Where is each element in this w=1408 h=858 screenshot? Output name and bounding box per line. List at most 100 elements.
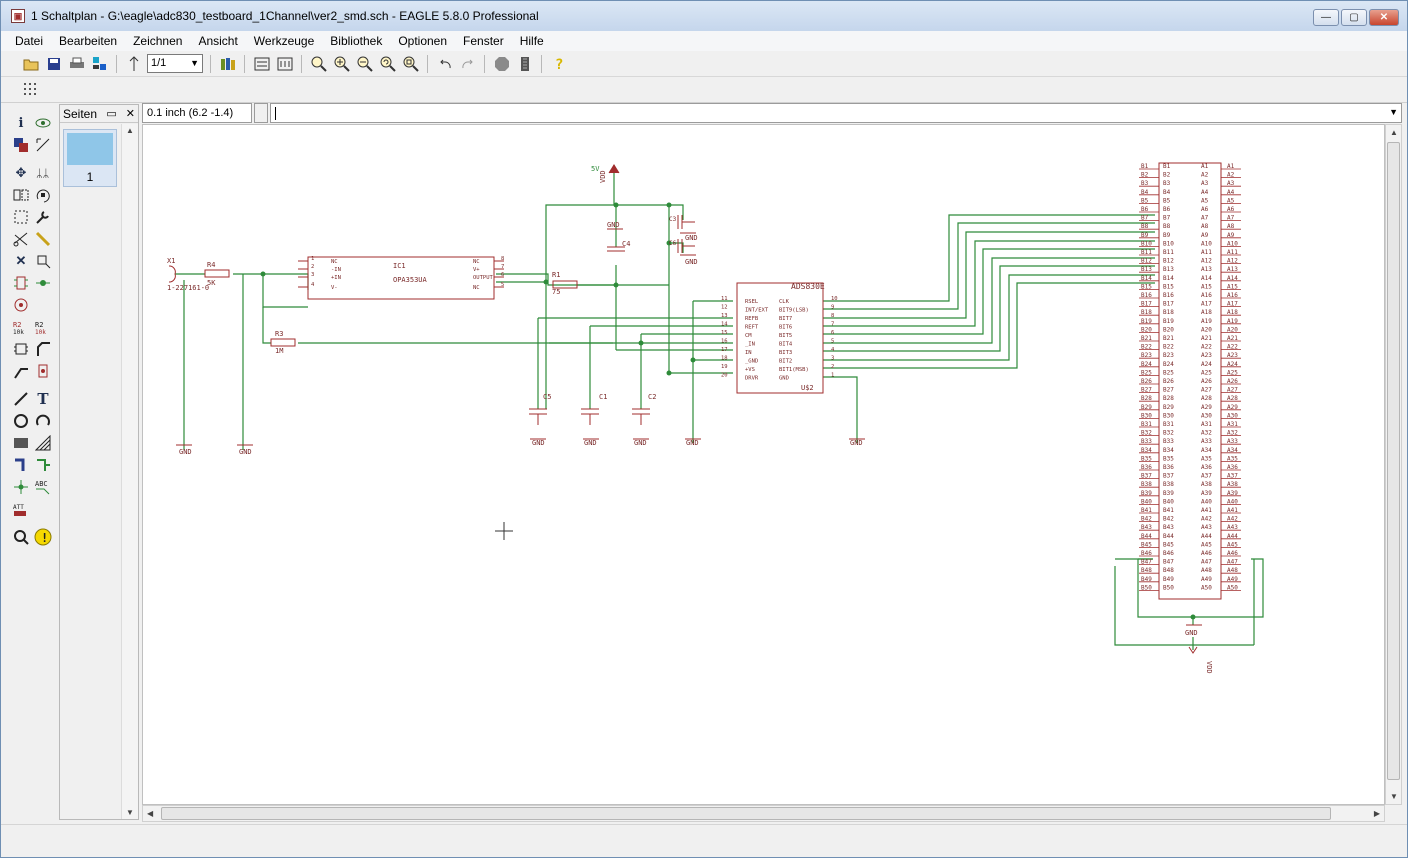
smash-icon[interactable] — [11, 339, 31, 359]
drc-icon[interactable] — [275, 54, 294, 73]
command-history-icon[interactable]: ▼ — [1389, 107, 1398, 117]
split-icon[interactable] — [11, 361, 31, 381]
paste-icon[interactable] — [33, 229, 53, 249]
info-icon[interactable]: i — [18, 115, 24, 131]
cut-icon[interactable] — [11, 229, 31, 249]
show-icon[interactable] — [33, 113, 53, 133]
erc-icon[interactable] — [252, 54, 271, 73]
zoom-select[interactable]: 1/1▼ — [147, 54, 203, 73]
invoke-icon[interactable] — [33, 361, 53, 381]
copy-icon[interactable]: ᛦᛦ — [33, 163, 53, 183]
wire-icon[interactable] — [11, 389, 31, 409]
rotate-icon[interactable] — [33, 185, 53, 205]
connector-pin-text: A11 — [1227, 249, 1238, 256]
save-icon[interactable] — [44, 54, 63, 73]
gateswap-icon[interactable] — [33, 273, 53, 293]
maximize-button[interactable]: ▢ — [1341, 9, 1367, 26]
menu-fenster[interactable]: Fenster — [463, 34, 504, 48]
redo-icon[interactable] — [458, 54, 477, 73]
zoom-fit-icon[interactable] — [309, 54, 328, 73]
junction-icon[interactable] — [11, 477, 31, 497]
group-icon[interactable] — [11, 207, 31, 227]
move-icon[interactable]: ✥ — [15, 165, 27, 180]
zoom-select-icon[interactable] — [401, 54, 420, 73]
connector-pin-text: B39 — [1141, 490, 1152, 497]
mark-icon[interactable] — [33, 135, 53, 155]
text-icon[interactable]: T — [37, 390, 49, 408]
menu-ansicht[interactable]: Ansicht — [198, 34, 238, 48]
display-icon[interactable] — [11, 135, 31, 155]
menu-datei[interactable]: Datei — [15, 34, 44, 48]
scroll-left-icon[interactable]: ◀ — [147, 809, 154, 818]
help-icon[interactable]: ? — [549, 54, 568, 73]
arc-icon[interactable] — [33, 411, 53, 431]
u2-pin-number: 18 — [721, 356, 728, 362]
go-icon[interactable] — [515, 54, 534, 73]
connector-pin-text: A28 — [1201, 395, 1212, 402]
ic1-pin-name: V- — [331, 285, 338, 291]
connector-pin-text: B14 — [1163, 275, 1174, 282]
connector-pin-text: A44 — [1201, 533, 1212, 540]
connector-pin-text: A42 — [1227, 516, 1238, 523]
command-input[interactable]: ▼ — [270, 103, 1402, 123]
connector-pin-text: B30 — [1163, 412, 1174, 419]
cam-icon[interactable] — [90, 54, 109, 73]
vertical-scrollbar[interactable]: ▲ ▼ — [1385, 124, 1402, 805]
print-icon[interactable] — [67, 54, 86, 73]
label-icon[interactable]: ABC — [33, 477, 53, 497]
minimize-button[interactable]: — — [1313, 9, 1339, 26]
pinswap-icon[interactable] — [11, 273, 31, 293]
scroll-up-icon[interactable]: ▲ — [1390, 128, 1398, 137]
zoom-out-icon[interactable] — [355, 54, 374, 73]
bus-icon[interactable] — [11, 455, 31, 475]
circle-icon[interactable] — [11, 411, 31, 431]
rect-icon[interactable] — [11, 433, 31, 453]
scroll-right-icon[interactable]: ▶ — [1373, 809, 1380, 818]
menu-hilfe[interactable]: Hilfe — [519, 34, 544, 48]
undock-icon[interactable]: ▭ — [106, 108, 117, 120]
add-icon[interactable] — [33, 251, 53, 271]
schematic-drawing[interactable]: B1B1A1A1B2B2A2A2B3B3A3A3B4B4A4A4B5B5A5A5… — [143, 125, 1385, 805]
menu-optionen[interactable]: Optionen — [398, 34, 448, 48]
connector-pin-text: A48 — [1201, 567, 1212, 574]
menu-bearbeiten[interactable]: Bearbeiten — [59, 34, 118, 48]
scroll-down-icon[interactable]: ▼ — [126, 808, 134, 817]
net-icon[interactable] — [33, 455, 53, 475]
menu-zeichnen[interactable]: Zeichnen — [133, 34, 183, 48]
open-icon[interactable] — [21, 54, 40, 73]
errors-icon[interactable]: ! — [33, 527, 53, 547]
grid-icon[interactable] — [21, 80, 40, 99]
attribute-icon[interactable]: ATT — [11, 499, 31, 519]
menu-werkzeuge[interactable]: Werkzeuge — [253, 34, 315, 48]
horizontal-scrollbar[interactable]: ◀ ▶ — [142, 805, 1385, 822]
status-bar — [1, 824, 1407, 857]
menu-bibliothek[interactable]: Bibliothek — [330, 34, 383, 48]
page-thumbnail[interactable]: 1 — [63, 129, 117, 187]
erc-check-icon[interactable] — [11, 527, 31, 547]
stop-icon[interactable] — [492, 54, 511, 73]
pages-scrollbar[interactable]: ▲ ▼ — [121, 124, 138, 819]
gnd-label-5: GND — [634, 439, 647, 447]
panel-close-icon[interactable]: ✕ — [125, 108, 135, 120]
miter-icon[interactable] — [33, 339, 53, 359]
horizontal-scroll-thumb[interactable] — [161, 807, 1331, 820]
script-icon[interactable] — [124, 54, 143, 73]
polygon-icon[interactable] — [33, 433, 53, 453]
zoom-redraw-icon[interactable] — [378, 54, 397, 73]
library-icon[interactable] — [218, 54, 237, 73]
vertical-scroll-thumb[interactable] — [1387, 142, 1400, 780]
undo-icon[interactable] — [435, 54, 454, 73]
delete-icon[interactable]: ✕ — [15, 253, 27, 268]
page-number: 1 — [86, 170, 94, 184]
change-icon[interactable] — [33, 207, 53, 227]
close-button[interactable]: ✕ — [1369, 9, 1399, 26]
scroll-up-icon[interactable]: ▲ — [126, 126, 134, 135]
scroll-down-icon[interactable]: ▼ — [1390, 792, 1398, 801]
c6-label: C6 — [669, 240, 677, 247]
mirror-icon[interactable] — [11, 185, 31, 205]
replace-icon[interactable] — [11, 295, 31, 315]
zoom-in-icon[interactable] — [332, 54, 351, 73]
